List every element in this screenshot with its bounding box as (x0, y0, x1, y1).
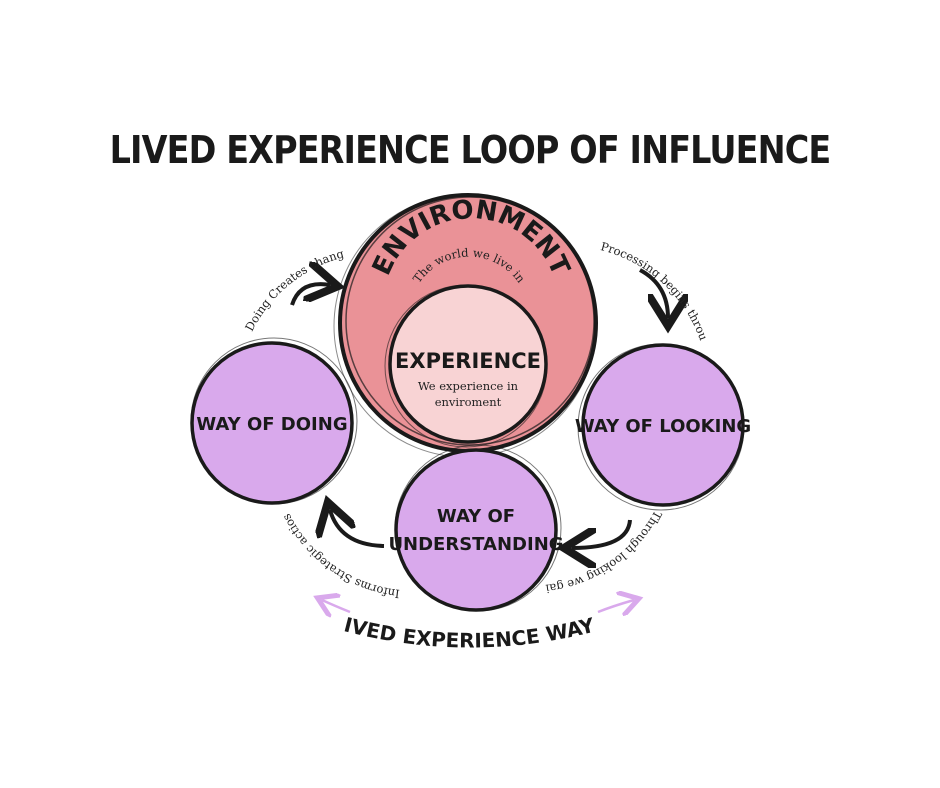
way-of-understanding-line-1: WAY OF (437, 506, 515, 527)
experience-label: EXPERIENCE (395, 349, 541, 373)
arc-label-doing-creates-change: Doing Creates change (0, 0, 346, 333)
experience-circle (384, 284, 548, 448)
way-of-understanding-line-2: UNDERSTANDING (388, 534, 563, 555)
arrow-doing-to-environment (290, 284, 330, 306)
footer-arrow-right (597, 600, 634, 612)
arc-label-informs-strategic: Informs Strategic actios (279, 511, 400, 601)
way-of-doing-label: WAY OF DOING (196, 414, 347, 435)
way-of-looking-circle (577, 343, 745, 511)
footer-arrow-left (322, 600, 351, 612)
experience-line-1: We experience in (418, 379, 519, 393)
arrow-understanding-to-doing (330, 510, 385, 548)
arrow-looking-to-understanding (572, 519, 632, 548)
way-of-understanding-circle (394, 444, 562, 612)
way-of-doing-circle (190, 337, 358, 505)
diagram-title: LIVED EXPERIENCE LOOP OF INFLUENCE (109, 128, 832, 172)
experience-line-2: enviroment (435, 395, 502, 409)
way-of-looking-label: WAY OF LOOKING (575, 416, 751, 437)
arrow-environment-to-looking (639, 268, 668, 318)
